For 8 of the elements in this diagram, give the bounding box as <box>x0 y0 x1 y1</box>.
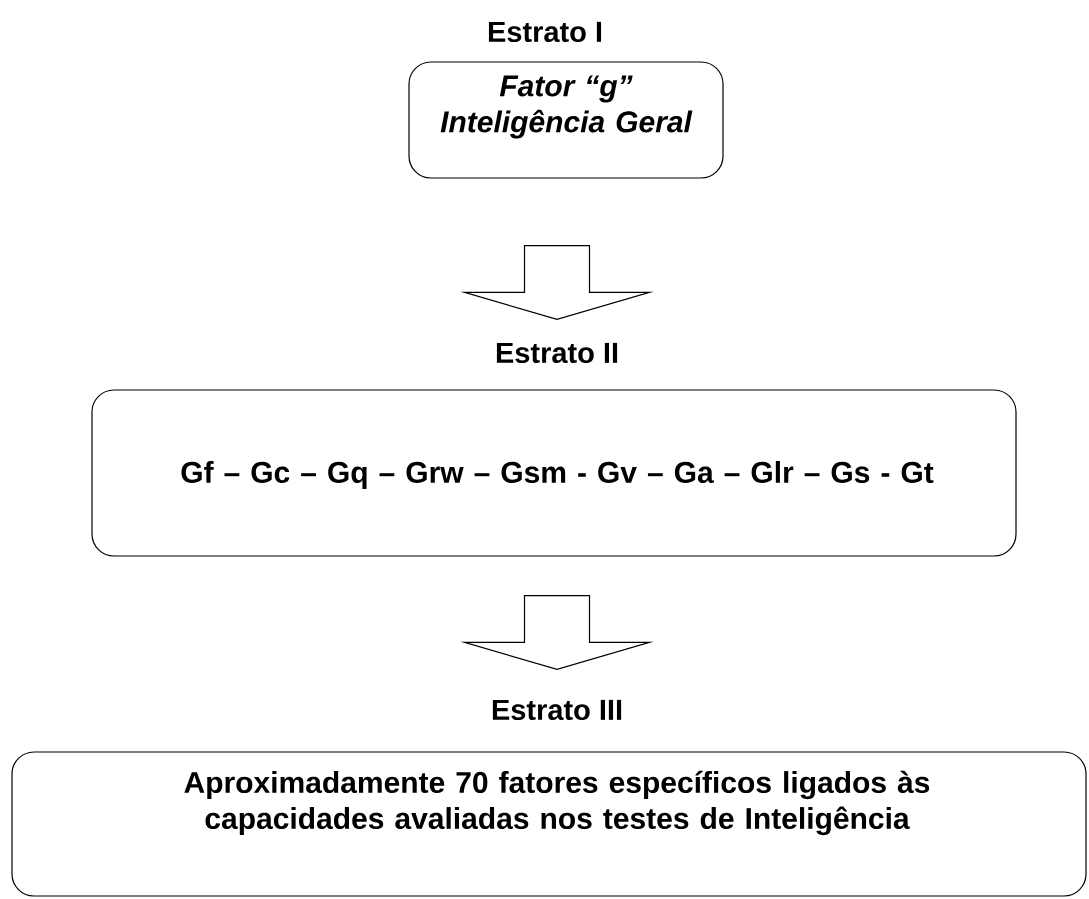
block-arrow <box>460 245 654 321</box>
stratum-heading: Estrato I <box>488 21 602 43</box>
stratum-box: Aproximadamente 70 fatores específicos ligados às capacidades avaliadas nos testes de Inteligência <box>11 751 1087 897</box>
stratum-heading: Estrato III <box>492 699 622 721</box>
stratum-box: Gf – Gc – Gq – Grw – Gsm - Gv – Ga – Glr – Gs - Gt <box>91 389 1017 557</box>
stratum-box: Fator “g” Inteligência Geral <box>408 61 724 179</box>
block-arrow <box>460 595 654 671</box>
stratum-heading: Estrato II <box>496 342 618 364</box>
